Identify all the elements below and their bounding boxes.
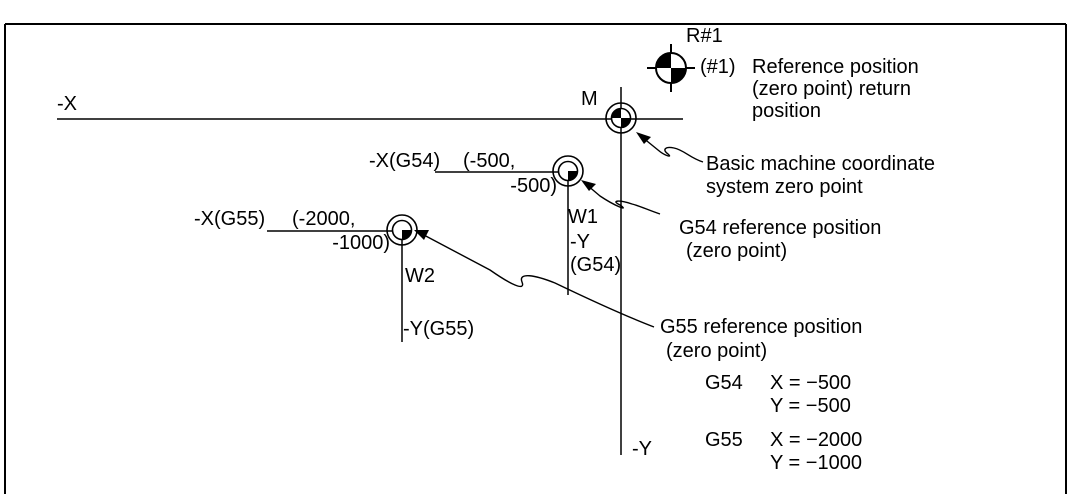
frame [4,23,1067,494]
machine-x-label: -X [57,93,77,115]
reference-callout-line3: position [752,100,821,122]
leader-arrowheads [414,132,651,240]
g54-x-label: -X(G54) [369,150,440,172]
offset-g55-y: Y = −1000 [770,452,862,474]
reference-position-marker [647,44,695,92]
g54-zero-label: W1 [568,206,598,228]
g54-coords-line1: (-500, [463,150,515,172]
g54-zero-marker [552,155,584,187]
g54-ref-callout-line2: (zero point) [686,240,787,262]
g55-ref-arrowhead [414,230,429,240]
machine-y-label: -Y [632,438,652,460]
reference-return-label: R#1 [686,25,723,47]
machine-zero-marker [605,102,637,134]
g54-coords-line2: -500) [510,175,557,197]
g55-zero-marker [386,214,418,246]
basic-zero-arrowhead [636,132,651,144]
reference-callout-line2: (zero point) return [752,78,911,100]
g54-y-label-line2: (G54) [570,254,621,276]
g55-x-label: -X(G55) [194,208,265,230]
g55-coords-line1: (-2000, [292,208,355,230]
leader-lines [421,136,704,328]
g54-ref-arrowhead [581,180,596,191]
g55-zero-label: W2 [405,265,435,287]
g54-ref-callout-line1: G54 reference position [679,217,881,239]
machine-zero-label: M [581,88,598,110]
g55-ref-callout-line2: (zero point) [666,340,767,362]
g55-ref-leader [421,233,655,328]
g55-ref-callout-line1: G55 reference position [660,316,862,338]
basic-zero-callout-line1: Basic machine coordinate [706,153,935,175]
reference-return-number: (#1) [700,56,736,78]
axis-lines [57,87,683,455]
reference-callout-line1: Reference position [752,56,919,78]
g55-y-label: -Y(G55) [403,318,474,340]
g54-ref-leader [586,184,661,215]
offset-g54-y: Y = −500 [770,395,851,417]
offset-g55-x: X = −2000 [770,429,862,451]
offset-g54-label: G54 [705,372,743,394]
g55-coords-line2: -1000) [332,232,390,254]
g54-y-label-line1: -Y [570,231,590,253]
basic-zero-leader [641,136,704,163]
offset-g55-label: G55 [705,429,743,451]
offset-g54-x: X = −500 [770,372,851,394]
basic-zero-callout-line2: system zero point [706,176,863,198]
